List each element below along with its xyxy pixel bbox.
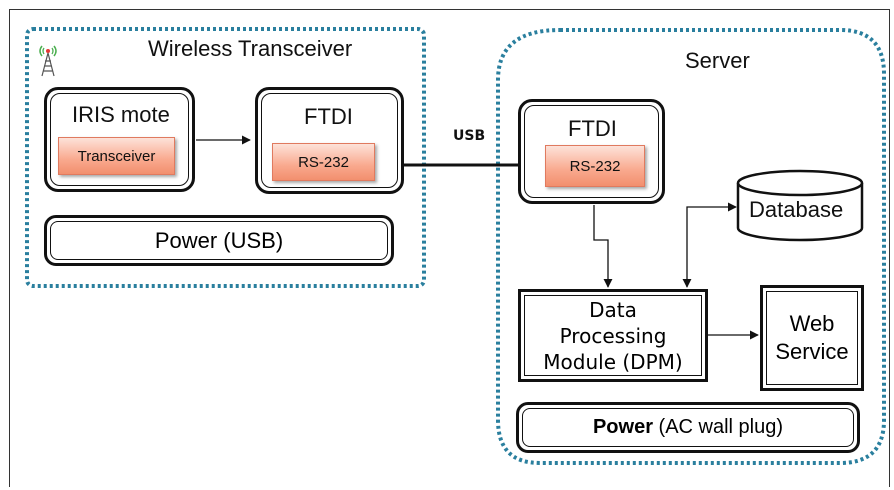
rs232-server-component: RS-232 [545, 145, 645, 187]
database-label: Database [749, 197, 844, 222]
web-line-2: Service [775, 339, 849, 364]
rs232-transmitter-component: RS-232 [272, 143, 375, 181]
transceiver-label: Transceiver [77, 147, 156, 165]
rs232-server-label: RS-232 [569, 157, 621, 175]
power-ac-box: Power (AC wall plug) [516, 402, 860, 453]
usb-label: USB [453, 128, 486, 144]
power-ac-label: Power (AC wall plug) [593, 416, 783, 439]
database-dpm-arrow [682, 202, 737, 288]
data-processing-module-box: Data Processing Module (DPM) [518, 289, 708, 382]
power-usb-label: Power (USB) [154, 227, 284, 253]
outer-frame [9, 9, 890, 487]
ftdi-to-dpm-arrow [593, 205, 613, 288]
antenna-tower-icon [39, 45, 57, 77]
wireless-transceiver-title: Wireless Transceiver [148, 36, 353, 61]
ftdi-server-label: FTDI [568, 116, 617, 141]
web-service-box: Web Service [760, 285, 864, 391]
dpm-line-1: Data [589, 297, 637, 322]
iris-mote-label: IRIS mote [72, 102, 170, 127]
server-title: Server [685, 48, 750, 73]
power-usb-box: Power (USB) [44, 215, 394, 266]
power-ac-bold: Power [592, 416, 653, 438]
transceiver-component: Transceiver [58, 137, 175, 175]
server-container [496, 28, 886, 465]
ftdi-transmitter-label: FTDI [304, 104, 353, 129]
rs232-transmitter-label: RS-232 [298, 153, 349, 171]
power-ac-rest: (AC wall plug) [658, 416, 784, 438]
dpm-line-2: Processing [559, 323, 667, 348]
web-line-1: Web [789, 311, 835, 336]
database-cylinder [736, 169, 864, 242]
dpm-line-3: Module (DPM) [543, 349, 683, 374]
